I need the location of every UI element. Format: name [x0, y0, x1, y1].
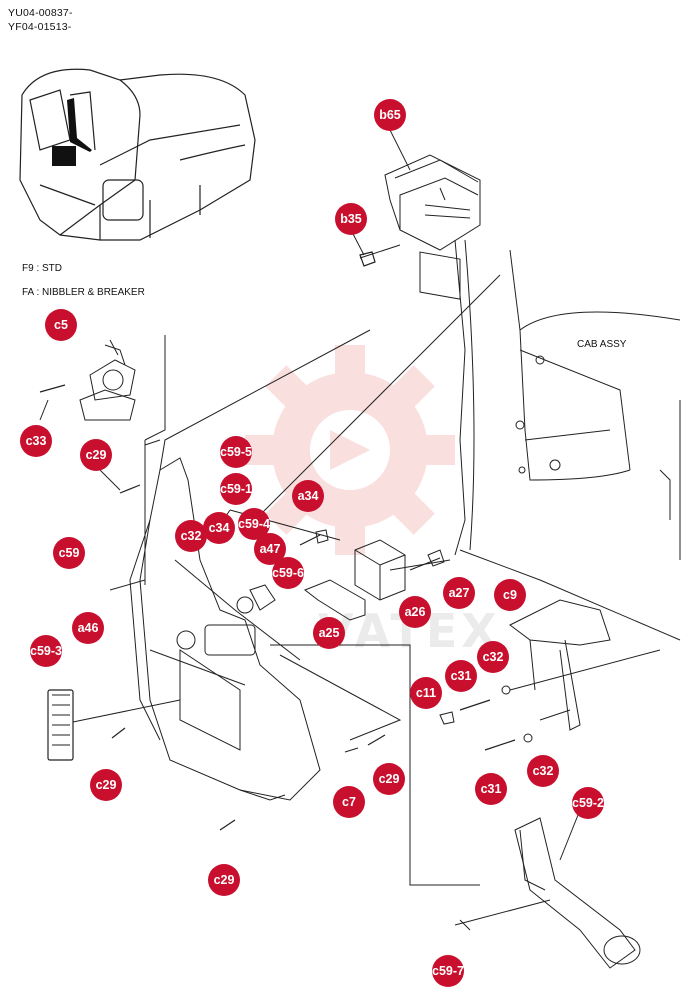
bracket-c5	[79, 344, 136, 421]
plate-c9	[509, 599, 611, 731]
callout-c32-b[interactable]: c32	[477, 641, 509, 673]
callout-a25[interactable]: a25	[313, 617, 345, 649]
part-c59-2	[454, 809, 641, 969]
callout-c9[interactable]: c9	[494, 579, 526, 611]
callout-b35[interactable]: b35	[335, 203, 367, 235]
callout-c29-c[interactable]: c29	[373, 763, 405, 795]
monitor-drawing	[359, 154, 481, 300]
callout-b65[interactable]: b65	[374, 99, 406, 131]
model-code-2: YF04-01513-	[8, 21, 72, 33]
callout-c59-7[interactable]: c59-7	[432, 955, 464, 987]
callout-c59-2[interactable]: c59-2	[572, 787, 604, 819]
callout-a26[interactable]: a26	[399, 596, 431, 628]
callout-c34[interactable]: c34	[203, 512, 235, 544]
callout-c31-b[interactable]: c31	[475, 773, 507, 805]
callout-a27[interactable]: a27	[443, 577, 475, 609]
box-a26	[354, 539, 406, 601]
machine-thumbnail	[19, 68, 256, 241]
model-code-1: YU04-00837-	[8, 7, 73, 19]
note-fa: FA : NIBBLER & BREAKER	[22, 287, 145, 298]
callout-c59-5[interactable]: c59-5	[220, 436, 252, 468]
callout-c11[interactable]: c11	[410, 677, 442, 709]
callout-c31-a[interactable]: c31	[445, 660, 477, 692]
callout-c7[interactable]: c7	[333, 786, 365, 818]
note-f9: F9 : STD	[22, 263, 63, 274]
callout-a34[interactable]: a34	[292, 480, 324, 512]
callout-a46[interactable]: a46	[72, 612, 104, 644]
callout-c59-6[interactable]: c59-6	[272, 557, 304, 589]
callout-c59-1[interactable]: c59-1	[220, 473, 252, 505]
callout-c59[interactable]: c59	[53, 537, 85, 569]
cab-assy-label: CAB ASSY	[577, 339, 627, 350]
cab-frame	[454, 239, 681, 641]
panel-drawing	[109, 329, 371, 801]
callout-c59-3[interactable]: c59-3	[30, 635, 62, 667]
callout-c32-c[interactable]: c32	[527, 755, 559, 787]
callout-a47[interactable]: a47	[254, 533, 286, 565]
callout-c32-a[interactable]: c32	[175, 520, 207, 552]
callout-c5[interactable]: c5	[45, 309, 77, 341]
callout-c33[interactable]: c33	[20, 425, 52, 457]
callout-c29-b[interactable]: c29	[90, 769, 122, 801]
callout-c29-a[interactable]: c29	[80, 439, 112, 471]
callout-c29-d[interactable]: c29	[208, 864, 240, 896]
